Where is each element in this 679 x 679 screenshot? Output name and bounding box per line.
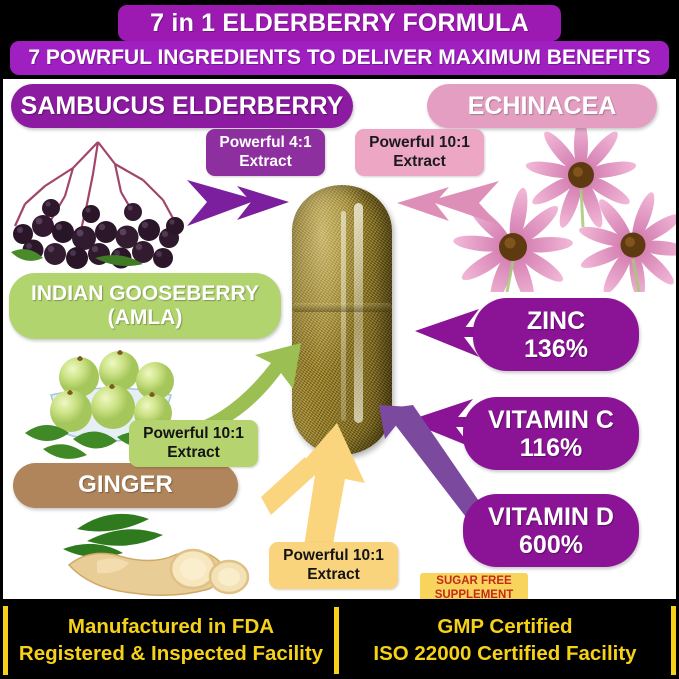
sugar-free-badge: SUGAR FREE SUPPLEMENT	[420, 573, 528, 599]
nutrient-pill-zinc: ZINC 136%	[473, 298, 639, 371]
vitamin-c-value: 116%	[519, 433, 583, 462]
gooseberry-extract-line2: Extract	[167, 443, 220, 461]
footer-divider	[334, 607, 339, 674]
page-title: 7 in 1 ELDERBERRY FORMULA	[150, 8, 529, 37]
ginger-image	[33, 503, 263, 599]
echinacea-art-svg	[453, 119, 676, 305]
footer-gmp-block: GMP Certified ISO 22000 Certified Facili…	[341, 606, 669, 675]
extract-badge-elderberry: Powerful 4:1 Extract	[206, 129, 325, 176]
footer-right-line2: ISO 22000 Certified Facility	[373, 641, 637, 665]
arrow-left-vitc-icon	[407, 399, 475, 447]
vitamin-d-arrow	[377, 403, 487, 525]
header-subtitle-pill: 7 POWRFUL INGREDIENTS TO DELIVER MAXIMUM…	[10, 41, 669, 75]
elderberry-arrow	[185, 172, 293, 234]
footer-left-line1: Manufactured in FDA	[67, 614, 275, 638]
elderberry-image	[3, 134, 213, 269]
header-band: 7 in 1 ELDERBERRY FORMULA 7 POWRFUL INGR…	[0, 0, 679, 79]
ginger-label-text: GINGER	[78, 471, 173, 499]
arrow-left-pink-icon	[397, 181, 499, 225]
footer-band: Manufactured in FDA Registered & Inspect…	[0, 602, 679, 679]
extract-badge-gooseberry: Powerful 10:1 Extract	[129, 420, 258, 467]
echinacea-extract-line1: Powerful 10:1	[369, 134, 470, 152]
zinc-arrow	[395, 305, 481, 363]
echinacea-arrow	[395, 175, 501, 233]
ginger-art-svg	[63, 513, 250, 596]
arrow-up-right-green-icon	[185, 343, 301, 437]
ginger-arrow	[259, 417, 371, 559]
arrow-left-zinc-icon	[415, 309, 481, 357]
arrow-up-left-vitd-icon	[379, 405, 483, 521]
footer-left-accent	[3, 606, 8, 675]
echinacea-extract-line2: Extract	[393, 152, 446, 170]
arrow-up-yellow-icon	[261, 423, 365, 555]
elderberry-extract-line2: Extract	[239, 152, 292, 170]
capsule-image	[292, 185, 392, 455]
ginger-extract-line2: Extract	[307, 565, 360, 583]
page-subtitle: 7 POWRFUL INGREDIENTS TO DELIVER MAXIMUM…	[28, 46, 651, 69]
gooseberry-arrow	[179, 341, 307, 439]
zinc-value: 136%	[524, 334, 588, 363]
vitamin-d-name: VITAMIN D	[488, 502, 614, 531]
sugar-free-line2: SUPPLEMENT	[434, 589, 514, 599]
elderberry-extract-line1: Powerful 4:1	[219, 134, 312, 152]
nutrient-pill-vitamin-d: VITAMIN D 600%	[463, 494, 639, 567]
ginger-extract-line1: Powerful 10:1	[283, 547, 384, 565]
sugar-free-line1: SUGAR FREE	[436, 574, 512, 587]
ingredient-label-gooseberry: INDIAN GOOSEBERRY (AMLA)	[9, 273, 281, 339]
footer-right-line1: GMP Certified	[437, 614, 573, 638]
echinacea-image	[433, 119, 676, 305]
ingredient-label-ginger: GINGER	[13, 463, 238, 508]
vitamin-c-name: VITAMIN C	[488, 405, 614, 434]
gooseberry-extract-line1: Powerful 10:1	[143, 425, 244, 443]
extract-badge-echinacea: Powerful 10:1 Extract	[355, 129, 484, 176]
sambucus-label-text: SAMBUCUS ELDERBERRY	[20, 92, 344, 120]
nutrient-pill-vitamin-c: VITAMIN C 116%	[463, 397, 639, 470]
footer-left-line2: Registered & Inspected Facility	[18, 641, 324, 665]
content-canvas: SAMBUCUS ELDERBERRY ECHINACEA INDIAN GOO…	[3, 79, 676, 599]
echinacea-label-text: ECHINACEA	[467, 92, 617, 120]
elderberry-art-svg	[11, 141, 184, 269]
extract-badge-ginger: Powerful 10:1 Extract	[269, 542, 398, 589]
ingredient-label-echinacea: ECHINACEA	[427, 84, 657, 128]
capsule-seam	[292, 303, 392, 312]
gooseberry-label-line2: (AMLA)	[107, 306, 183, 329]
header-title-pill: 7 in 1 ELDERBERRY FORMULA	[118, 5, 561, 41]
ingredient-label-sambucus: SAMBUCUS ELDERBERRY	[11, 84, 353, 128]
vitamin-d-value: 600%	[519, 530, 583, 559]
footer-fda-block: Manufactured in FDA Registered & Inspect…	[10, 606, 332, 675]
footer-right-accent	[671, 606, 676, 675]
capsule-highlight-primary	[354, 203, 363, 423]
gooseberry-label-line1: INDIAN GOOSEBERRY	[31, 282, 259, 306]
arrow-right-purple-icon	[187, 180, 289, 226]
vitamin-c-arrow	[389, 397, 475, 451]
zinc-name: ZINC	[526, 306, 586, 335]
capsule-highlight-secondary	[341, 211, 346, 421]
